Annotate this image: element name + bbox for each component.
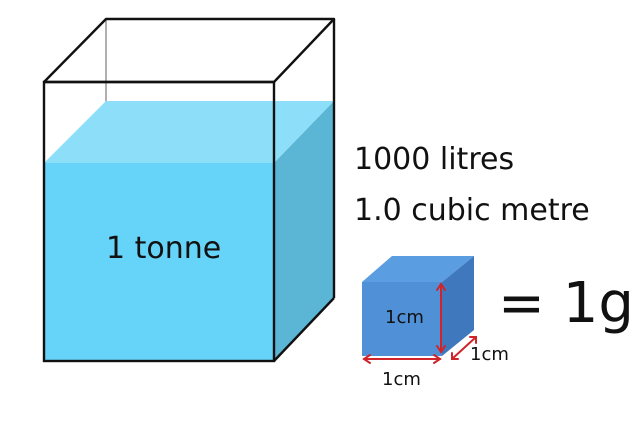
cube-top-face: [362, 256, 474, 282]
cube-front-face: [362, 282, 442, 356]
water-top-surface: [44, 101, 334, 163]
cube-width-label: 1cm: [382, 369, 421, 390]
equals-mass-label: = 1g: [498, 271, 634, 336]
depth-dimension-arrow: [451, 336, 477, 360]
tank-front-outline: [42, 80, 276, 363]
water-front-face: [44, 163, 274, 361]
water-side-face: [274, 101, 334, 361]
tank-bottom-right-diagonal: [273, 297, 335, 362]
width-dimension-arrow: [362, 354, 442, 364]
cube-depth-label: 1cm: [470, 344, 509, 365]
volume-litres-label: 1000 litres: [354, 142, 515, 177]
tank-mass-label: 1 tonne: [106, 231, 222, 266]
tank-top-rim: [42, 17, 336, 84]
cube-height-label: 1cm: [385, 307, 424, 328]
volume-cubic-label: 1.0 cubic metre: [354, 193, 590, 228]
height-dimension-arrow: [436, 282, 446, 354]
cube-side-face: [442, 256, 474, 356]
